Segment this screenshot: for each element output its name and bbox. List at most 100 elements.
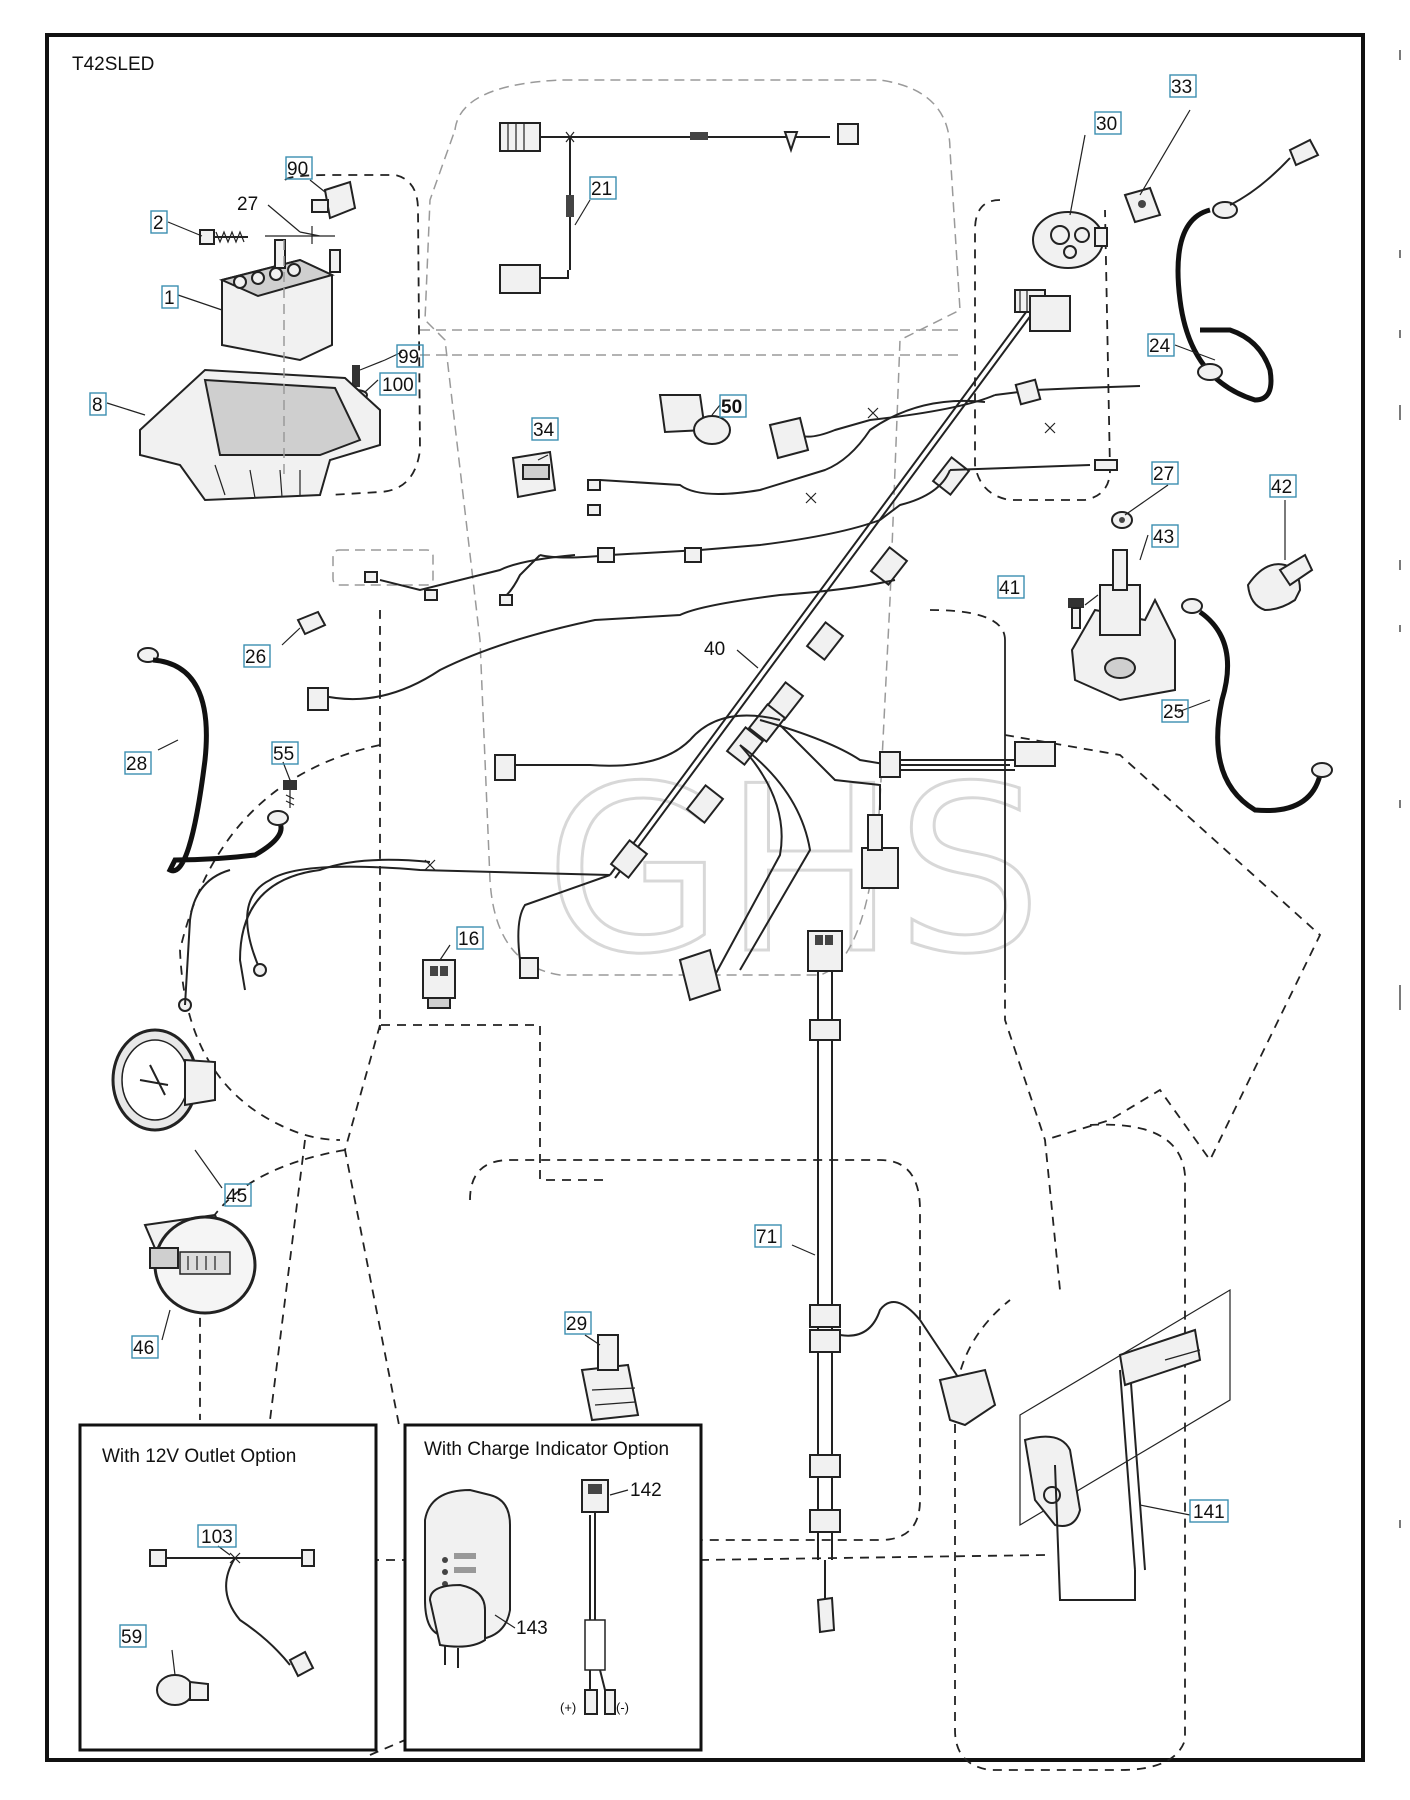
battery-region [284, 174, 421, 496]
callout-40: 40 [704, 639, 725, 660]
plus-terminal-label: (+) [560, 1700, 576, 1715]
callout-90: 90 [285, 156, 313, 180]
charge-indicator-icon [424, 1488, 511, 1668]
bottom-center-region [469, 1159, 921, 1541]
callout-30: 30 [1094, 111, 1122, 135]
terminal-boot-icon [1246, 553, 1314, 612]
terminal-clip-icon [311, 180, 357, 220]
callout-2: 2 [150, 210, 168, 234]
pto-switch-icon [580, 1334, 640, 1422]
callout-16: 16 [456, 926, 484, 950]
left-diag [344, 1024, 401, 1431]
center-right-region [929, 609, 1061, 1291]
svg-text:28: 28 [126, 754, 147, 775]
svg-text:8: 8 [92, 395, 103, 416]
digital-meter-icon [143, 1213, 257, 1315]
minus-terminal-label: (-) [616, 1700, 629, 1715]
callout-27-solenoid: 27 [1151, 461, 1179, 485]
svg-text:16: 16 [458, 929, 479, 950]
nut-icon [265, 226, 335, 244]
seat-switch-icon [658, 394, 731, 445]
svg-text:142: 142 [630, 1480, 662, 1501]
callout-42: 42 [1269, 474, 1297, 498]
hour-meter-icon [111, 1028, 216, 1132]
main-harness-40 [178, 289, 1141, 1012]
callout-33: 33 [1169, 74, 1197, 98]
outlet-inset-title: With 12V Outlet Option [102, 1446, 296, 1467]
svg-text:71: 71 [756, 1227, 777, 1248]
svg-text:50: 50 [721, 397, 742, 418]
left-loop-region [179, 744, 381, 1141]
harness-71 [807, 930, 997, 1634]
screw-icon [283, 780, 297, 808]
callout-141: 141 [1189, 1499, 1229, 1523]
ground-cable-28 [137, 647, 289, 874]
pad-icon [768, 416, 810, 460]
svg-text:1: 1 [164, 288, 175, 309]
rocker-switch-icon [511, 450, 557, 499]
outlet-inset [78, 1423, 378, 1752]
callout-100: 100 [379, 372, 417, 396]
svg-text:33: 33 [1171, 77, 1192, 98]
svg-text:99: 99 [398, 347, 419, 368]
solenoid-icon [1070, 511, 1176, 702]
charge-harness-142 [581, 1479, 616, 1715]
svg-text:100: 100 [382, 375, 414, 396]
right-lower-region [954, 1123, 1186, 1771]
callout-41: 41 [997, 575, 1025, 599]
callout-55: 55 [271, 741, 299, 765]
svg-text:43: 43 [1153, 527, 1174, 548]
charge-inset-title: With Charge Indicator Option [424, 1439, 669, 1460]
callout-28: 28 [124, 751, 152, 775]
callout-142: 142 [630, 1480, 662, 1501]
svg-text:21: 21 [591, 179, 612, 200]
plug-icon [1123, 186, 1162, 224]
svg-text:103: 103 [201, 1527, 233, 1548]
outlet-harness-103 [149, 1549, 315, 1678]
relay-icon [422, 959, 456, 1009]
svg-text:27: 27 [237, 194, 258, 215]
svg-text:40: 40 [704, 639, 725, 660]
svg-text:2: 2 [153, 213, 164, 234]
harness-21 [499, 122, 859, 294]
bolt-icon [199, 229, 248, 245]
callout-21: 21 [589, 176, 617, 200]
svg-text:41: 41 [999, 578, 1020, 599]
callout-59: 59 [119, 1624, 147, 1648]
svg-text:90: 90 [287, 159, 308, 180]
callout-50: 50 [719, 394, 747, 418]
callout-143: 143 [516, 1618, 548, 1639]
callout-103: 103 [197, 1524, 237, 1548]
callout-29: 29 [564, 1311, 592, 1335]
right-wedge [1004, 734, 1322, 1162]
svg-text:55: 55 [273, 744, 294, 765]
seat-band [420, 329, 960, 356]
callout-1: 1 [161, 285, 179, 309]
battery-cable-24 [1175, 138, 1320, 403]
callout-34: 34 [531, 417, 559, 441]
svg-text:46: 46 [133, 1338, 154, 1359]
switch-bracket-141 [1019, 1288, 1231, 1601]
svg-text:25: 25 [1163, 702, 1184, 723]
svg-text:30: 30 [1096, 114, 1117, 135]
callout-8: 8 [89, 392, 107, 416]
callout-46: 46 [131, 1335, 159, 1359]
svg-text:143: 143 [516, 1618, 548, 1639]
model-title: T42SLED [72, 54, 154, 75]
callout-26: 26 [243, 644, 271, 668]
bolt-41-icon [1068, 598, 1084, 629]
svg-text:34: 34 [533, 420, 555, 441]
svg-text:59: 59 [121, 1627, 142, 1648]
callout-45: 45 [224, 1183, 252, 1207]
ignition-switch-icon [1032, 211, 1108, 269]
callout-25: 25 [1161, 699, 1189, 723]
ignition-region [974, 199, 1111, 501]
svg-text:45: 45 [226, 1186, 247, 1207]
diagram-frame [45, 33, 1365, 1762]
callout-27-battery: 27 [237, 194, 258, 215]
svg-text:42: 42 [1271, 477, 1292, 498]
fuse-icon [296, 610, 327, 636]
callout-24: 24 [1147, 333, 1175, 357]
svg-text:29: 29 [566, 1314, 587, 1335]
battery-tray-icon [139, 368, 381, 502]
